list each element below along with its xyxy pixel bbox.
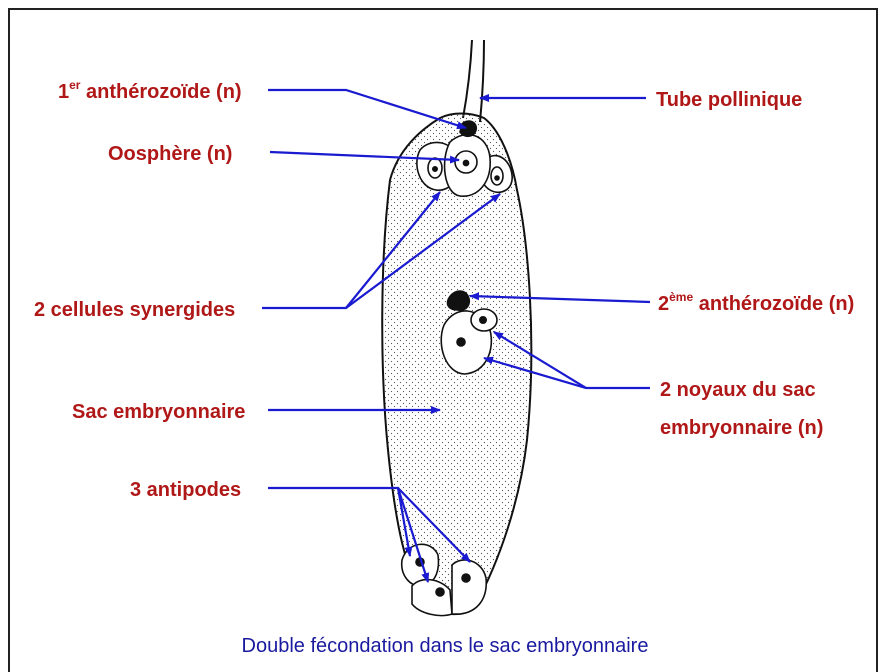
antipode-cell-3 [452, 560, 486, 614]
caption: Double fécondation dans le sac embryonna… [242, 635, 649, 657]
label-antherozoid-2: 2ème anthérozoïde (n) [658, 290, 854, 315]
label-embryo-sac: Sac embryonnaire [72, 401, 245, 423]
label-antherozoid-1: 1er anthérozoïde (n) [58, 78, 242, 103]
label-pollen-tube: Tube pollinique [656, 89, 802, 111]
label-synergids: 2 cellules synergides [34, 299, 235, 321]
label-polar-nuclei-line1: 2 noyaux du sac [660, 379, 816, 401]
label-oosphere: Oosphère (n) [108, 143, 232, 165]
antherozoid-1-nucleus [460, 121, 476, 136]
pollen-tube [463, 40, 484, 122]
arrow-antipode-1 [268, 488, 410, 556]
label-antipodes: 3 antipodes [130, 479, 241, 501]
label-polar-nuclei-line2: embryonnaire (n) [660, 417, 823, 439]
